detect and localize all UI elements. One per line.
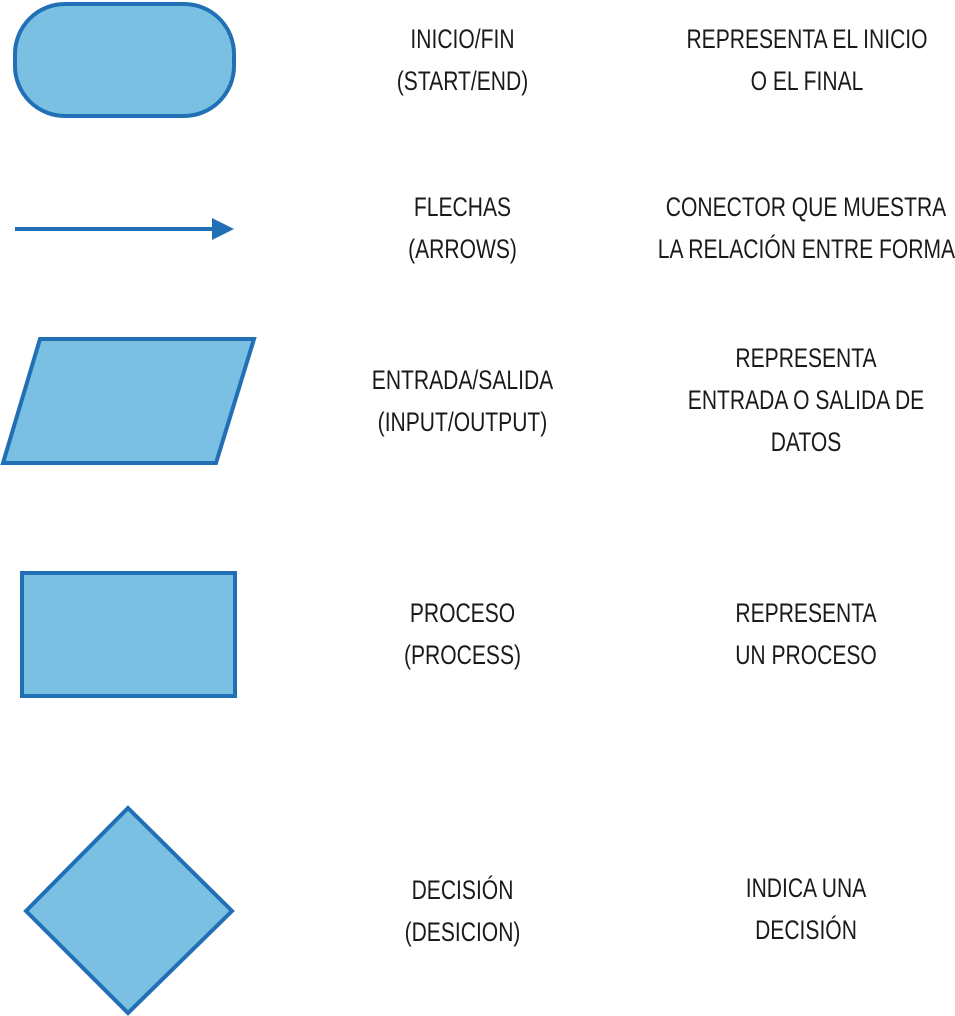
symbol-name-line: (DESICION)	[404, 917, 521, 947]
symbol-description-line: O EL FINAL	[750, 66, 864, 96]
symbol-description-line: REPRESENTA	[735, 343, 877, 373]
symbol-name-line: INICIO/FIN	[410, 24, 515, 54]
symbol-description-line: REPRESENTA	[735, 598, 877, 628]
symbol-name-line: ENTRADA/SALIDA	[371, 365, 554, 395]
symbol-description-line: DECISIÓN	[755, 915, 857, 945]
symbol-name-line: DECISIÓN	[411, 875, 514, 905]
symbol-description-decision: INDICA UNA DECISIÓN	[658, 867, 954, 951]
symbol-description-line: LA RELACIÓN ENTRE FORMAS	[657, 234, 955, 264]
symbol-description-line: UN PROCESO	[735, 640, 877, 670]
terminator-shape	[13, 2, 236, 118]
symbol-description-line: ENTRADA O SALIDA DE	[687, 385, 925, 415]
symbol-name-line: (PROCESS)	[403, 640, 522, 670]
symbol-name-arrows: FLECHAS (ARROWS)	[344, 186, 582, 270]
decision-diamond-shape	[23, 805, 235, 1016]
symbol-name-line: PROCESO	[409, 598, 516, 628]
symbol-name-input-output: ENTRADA/SALIDA (INPUT/OUTPUT)	[344, 359, 582, 443]
symbol-description-input-output: REPRESENTA ENTRADA O SALIDA DE DATOS	[658, 337, 954, 463]
symbol-description-arrows: CONECTOR QUE MUESTRA LA RELACIÓN ENTRE F…	[657, 186, 955, 270]
symbol-description-line: CONECTOR QUE MUESTRA	[665, 192, 947, 222]
symbol-name-process: PROCESO (PROCESS)	[344, 592, 582, 676]
symbol-name-line: (START/END)	[396, 66, 529, 96]
process-rectangle-shape	[20, 571, 237, 698]
symbol-description-line: REPRESENTA EL INICIO	[686, 24, 928, 54]
symbol-name-start-end: INICIO/FIN (START/END)	[344, 18, 582, 102]
parallelogram-shape	[0, 337, 257, 465]
symbol-name-line: FLECHAS	[413, 192, 512, 222]
symbol-description-line: DATOS	[770, 427, 842, 457]
symbol-name-line: (INPUT/OUTPUT)	[377, 407, 548, 437]
symbol-description-start-end: REPRESENTA EL INICIO O EL FINAL	[659, 18, 955, 102]
symbol-name-line: (ARROWS)	[408, 234, 517, 264]
symbol-description-process: REPRESENTA UN PROCESO	[658, 592, 954, 676]
arrow-shape	[15, 218, 234, 240]
symbol-name-decision: DECISIÓN (DESICION)	[344, 869, 582, 953]
symbol-description-line: INDICA UNA	[745, 873, 867, 903]
